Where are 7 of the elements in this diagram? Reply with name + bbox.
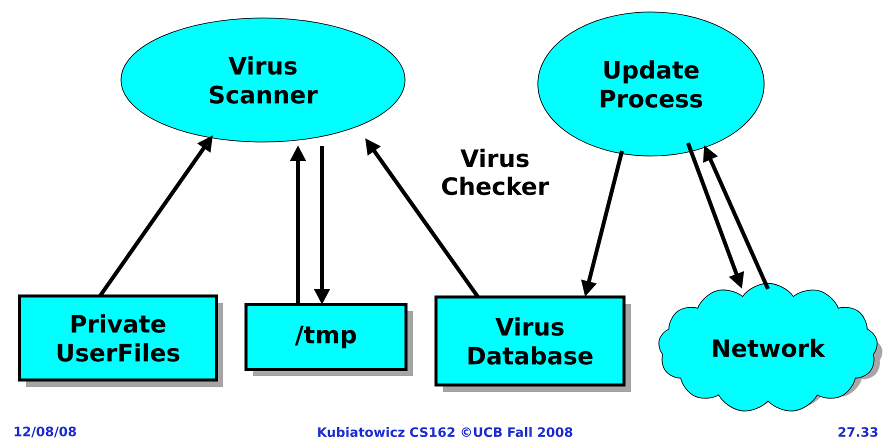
footer-text: Kubiatowicz CS162 ©UCB Fall 2008 (318, 426, 572, 437)
storage-box: /tmp (244, 303, 413, 376)
storage-box: Private UserFiles (18, 294, 223, 387)
network-cloud: Network (658, 282, 882, 412)
footer-text: 27.33 (838, 427, 878, 437)
storage-box: Virus Database (434, 296, 631, 392)
footer-text: 12/08/08 (14, 426, 76, 438)
